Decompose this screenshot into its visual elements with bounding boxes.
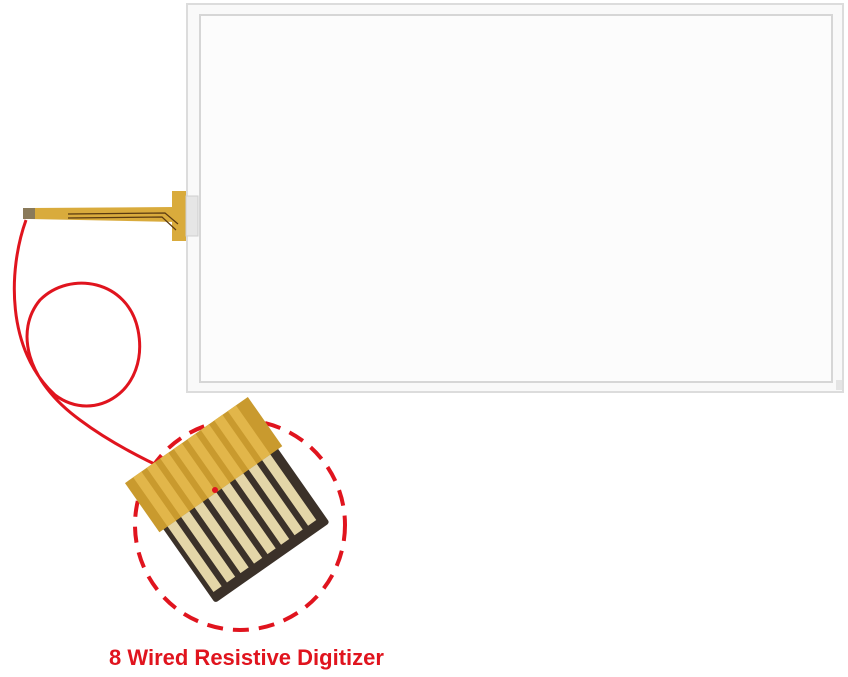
ribbon-trace xyxy=(146,462,190,518)
connector-pin xyxy=(194,501,249,574)
red-pointer-line xyxy=(12,219,216,492)
ribbon-trace xyxy=(173,443,217,499)
ribbon-trace xyxy=(187,433,230,489)
ribbon-trace xyxy=(200,424,244,480)
connector-pin xyxy=(181,511,236,583)
connector-pin xyxy=(221,482,276,555)
ribbon-trace xyxy=(133,471,176,527)
product-caption: 8 Wired Resistive Digitizer xyxy=(109,645,384,670)
ribbon-trace xyxy=(227,405,271,461)
connector-pin xyxy=(167,520,222,593)
connector-pin xyxy=(248,463,303,536)
connector-pin xyxy=(262,454,317,526)
touch-panel xyxy=(186,3,844,393)
connector-pin xyxy=(208,492,263,564)
connector-pin xyxy=(235,473,290,545)
ribbon-trace xyxy=(160,452,203,508)
flex-ribbon-cable xyxy=(23,191,199,241)
connector-closeup xyxy=(124,397,329,602)
ribbon-trace xyxy=(214,414,257,470)
